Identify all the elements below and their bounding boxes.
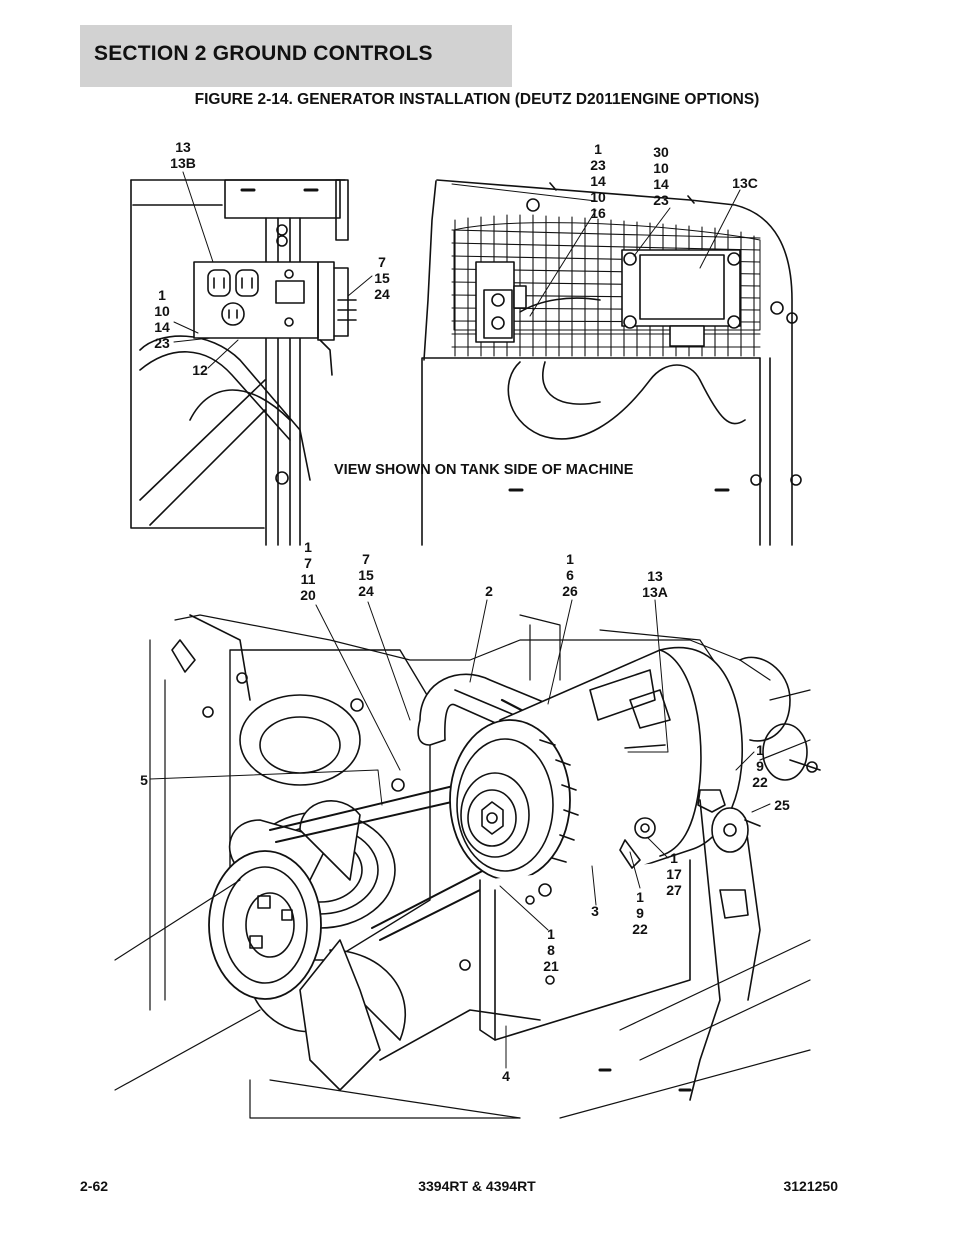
- callout-1-23-14-10-16: 1 23 14 10 16: [590, 141, 606, 221]
- callout-25: 25: [774, 797, 790, 813]
- callout-1-9-22-right: 1 9 22: [752, 742, 768, 790]
- callout-1-17-27: 1 17 27: [666, 850, 682, 898]
- outlet-box-view: [130, 179, 357, 546]
- leader-lines-bottom: [149, 599, 771, 1069]
- model-number: 3394RT & 4394RT: [418, 1178, 536, 1194]
- leader-lines-top-left: [173, 171, 373, 369]
- callout-3: 3: [591, 903, 599, 919]
- figure-title: FIGURE 2-14. GENERATOR INSTALLATION (DEU…: [194, 91, 760, 108]
- callout-13-13a: 13 13A: [642, 568, 668, 600]
- leader-lines-top-right: [451, 183, 741, 317]
- section-title: SECTION 2 GROUND CONTROLS: [94, 42, 433, 65]
- callout-2: 2: [485, 583, 493, 599]
- document-number: 3121250: [783, 1178, 838, 1194]
- callout-7-15-24-bottom: 7 15 24: [358, 551, 374, 599]
- section-header-band: [80, 25, 512, 87]
- view-note: VIEW SHOWN ON TANK SIDE OF MACHINE: [334, 462, 634, 478]
- tank-side-view: [421, 179, 802, 546]
- callout-12: 12: [192, 362, 208, 378]
- callout-1-10-14-23-left: 1 10 14 23: [154, 287, 170, 351]
- callout-1-7-11-20: 1 7 11 20: [300, 539, 316, 603]
- callout-13-13b: 13 13B: [170, 139, 196, 171]
- callout-30-10-14-23: 30 10 14 23: [653, 144, 669, 208]
- callout-4: 4: [502, 1068, 510, 1084]
- page-number: 2-62: [80, 1178, 109, 1194]
- callout-7-15-24-top: 7 15 24: [374, 254, 390, 302]
- callout-1-9-22-center: 1 9 22: [632, 889, 648, 937]
- callout-1-8-21: 1 8 21: [543, 926, 559, 974]
- callout-13c: 13C: [732, 175, 758, 191]
- generator-main-view: [114, 614, 821, 1119]
- callout-5: 5: [140, 772, 148, 788]
- callout-1-6-26: 1 6 26: [562, 551, 578, 599]
